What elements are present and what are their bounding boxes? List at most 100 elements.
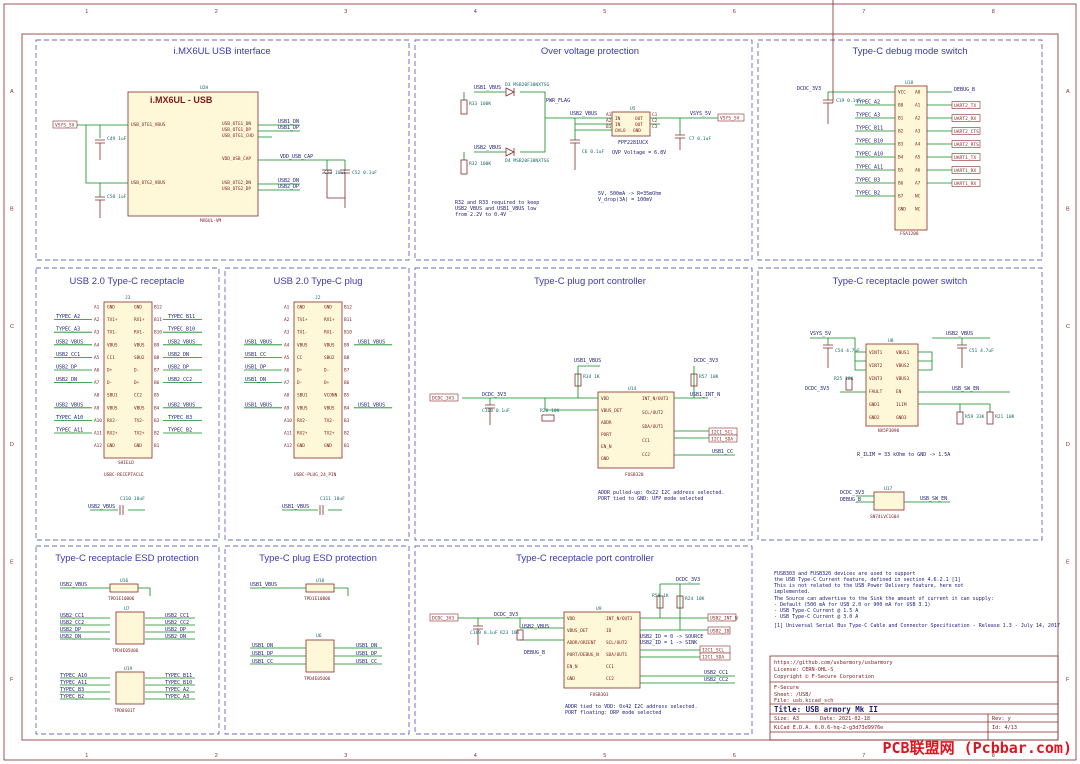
tb-sheet: Sheet: /USB/	[774, 692, 811, 698]
plug-left-pin-name: VBUS	[297, 405, 308, 411]
power-logic-ref: U17	[884, 486, 893, 492]
power-ic-name: NX5P3090	[878, 428, 900, 434]
title-block-frame	[769, 655, 1059, 741]
ovp-pin-c1: C1	[652, 112, 658, 118]
esd-u7-left-net: USB2_DN	[60, 634, 81, 640]
rec-ctrl-net-scl: I2C1_SCL	[702, 648, 724, 654]
rec-ctrl-id-note-2: USB2_ID = 1 -> SINK	[640, 640, 697, 646]
power-r21	[986, 411, 994, 425]
plug-name: USBC-PLUG_24_PIN	[294, 472, 337, 478]
esd-u19-right-net: TYPEC_B10	[165, 680, 192, 686]
receptacle-right-net: TYPEC_B10	[168, 327, 195, 333]
grid-row-left: D	[10, 442, 14, 448]
plug-left-pin-name: CC	[297, 355, 303, 361]
ovp-net-vsys: VSYS_5V	[720, 116, 740, 122]
rec-ctrl-net-int: USB2_INT_N	[710, 616, 738, 622]
plug-left-pin-num: A1	[284, 305, 290, 311]
receptacle-body	[103, 301, 153, 459]
debug-left-net: TYPEC_B10	[856, 139, 883, 145]
esd-u16-net: USB2_VBUS	[60, 582, 87, 588]
debug-right-net: UART1_RX	[954, 181, 976, 187]
plug-ctrl-sda-label	[708, 434, 738, 443]
grid-col-bottom: 1	[85, 753, 88, 759]
receptacle-right-pin-name: CC2	[134, 393, 142, 399]
ovp-vsys-label	[717, 113, 745, 122]
debug-right-pin: A0	[915, 90, 921, 96]
ovp-net-usb1-vbus: USB1_VBUS	[474, 85, 501, 91]
receptacle-right-pin-num: B1	[154, 443, 160, 449]
plug-cap: C111 10uF	[320, 496, 345, 502]
debug-right-label	[951, 153, 981, 161]
plug-left-net: USB1_VBUS	[245, 339, 272, 345]
power-c51: C51 4.7uF	[969, 348, 994, 354]
tb-kicad: KiCad E.D.A. 6.0.6-hq-2-g3d73d9976e	[774, 725, 883, 731]
debug-left-pin: B7	[898, 194, 904, 200]
rec-ctrl-name: FUSB303	[590, 692, 609, 698]
esd-u6-right-net: USB1_DN	[356, 643, 377, 649]
imx-pin-vdd-usb-cap: VDD_USB_CAP	[222, 156, 251, 162]
debug-left-pin: GND	[898, 207, 906, 213]
section-usb2-receptacle	[35, 267, 220, 541]
receptacle-right-net: USB2_CC2	[168, 377, 192, 383]
receptacle-right-pin-num: B4	[154, 405, 160, 411]
debug-right-pin: A5	[915, 155, 921, 161]
debug-ic-body	[894, 85, 928, 231]
debug-right-pin: A1	[915, 103, 921, 109]
section-debug-switch	[757, 39, 1043, 261]
rec-ctrl-net-sda: I2C1_SDA	[702, 655, 724, 661]
plug-ctrl-right-pin: SDA/OUT1	[642, 424, 664, 430]
imx-cap-c53: C53 10uF	[324, 170, 346, 176]
esd-u7-right-net: USB2_DP	[165, 627, 186, 633]
debug-left-pin: B6	[898, 181, 904, 187]
ovp-d3-label: D3 MSB20F30NXTSG	[505, 82, 549, 88]
plug-body	[293, 301, 343, 459]
plug-right-pin-name: D-	[324, 368, 329, 374]
outer-frame	[3, 3, 1077, 761]
ovp-d4-label: D4 MSB20F30NXTSG	[505, 158, 549, 164]
plug-ctrl-right-pin: CC2	[642, 452, 650, 458]
receptacle-right-pin-num: B7	[154, 368, 160, 374]
plug-right-net: USB1_VBUS	[358, 402, 385, 408]
plug-ctrl-net-cc: USB1_CC	[712, 449, 733, 455]
receptacle-left-pin-name: SBU1	[107, 393, 118, 399]
rec-ctrl-left-pin: PORT/DEBUG_N	[567, 652, 599, 658]
receptacle-right-pins: B12GNDB11RX1+B10RX1-B9VBUSB8SBU2B7D-B6D+…	[134, 305, 202, 449]
receptacle-left-pin-num: A3	[94, 330, 100, 336]
rec-ctrl-sda-label	[699, 652, 731, 661]
rec-ctrl-net-cc2: USB2_CC2	[704, 677, 728, 683]
title-rec-esd: Type-C receptacle ESD protection	[55, 553, 199, 564]
power-right-pin: VBUS2	[896, 363, 910, 369]
receptacle-left-net: TYPEC_A10	[56, 415, 83, 421]
receptacle-left-net: USB2_DP	[56, 365, 77, 371]
plug-left-pin-num: A10	[284, 418, 292, 424]
esd-u10-name: TPD1E10B06	[304, 596, 331, 602]
ovp-pin-in1: IN	[615, 116, 621, 122]
note-line: the USB Type-C Current feature, defined …	[774, 577, 961, 583]
esd-u7-nets: USB2_CC1USB2_CC2USB2_DPUSB2_DNUSB2_CC1US…	[60, 613, 195, 640]
receptacle-cap: C110 10uF	[120, 496, 145, 502]
rec-ctrl-right-pin: CC1	[606, 664, 614, 670]
imx-pin-otg1-dp: USB_OTG1_DP	[222, 127, 251, 133]
debug-right-pin: A4	[915, 142, 921, 148]
receptacle-right-pin-num: B9	[154, 342, 160, 348]
rec-ctrl-left-pin: EN_N	[567, 664, 578, 670]
debug-right-net: UART1_TX	[954, 155, 976, 161]
title-ovp: Over voltage protection	[541, 46, 639, 57]
plug-right-pin-name: SBU2	[324, 355, 335, 361]
section-rec-esd	[35, 545, 220, 735]
debug-left-pin: B4	[898, 155, 904, 161]
plug-ctrl-r34	[574, 373, 582, 387]
grid-col-top: 8	[992, 9, 995, 15]
plug-left-pin-name: VBUS	[297, 342, 308, 348]
debug-switch-block: U18 FSA1208 VCCB0TYPEC_A2B1TYPEC_A3B2TYP…	[797, 0, 981, 237]
rec-ctrl-left-pin: VDD	[567, 616, 575, 622]
rec-ctrl-r23-label: R23 10K	[500, 630, 520, 636]
receptacle-left-pin-num: A9	[94, 405, 100, 411]
imx-name: i.MX6UL - USB	[150, 95, 213, 105]
receptacle-left-net: TYPEC_A11	[56, 428, 83, 434]
tb-copyright: Copyright © F-Secure Corporation	[774, 674, 874, 680]
power-right-pin: VBUS3	[896, 376, 910, 382]
plug-right-pin-num: B1	[344, 443, 350, 449]
imx-net-usb1-dn: USB1_DN	[278, 119, 299, 125]
